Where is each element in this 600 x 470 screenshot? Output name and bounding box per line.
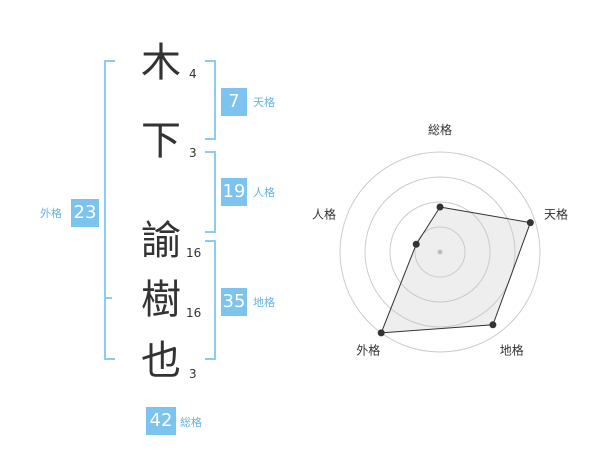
radar-point (489, 321, 497, 329)
stroke-count-5: 3 (189, 367, 197, 381)
radar-area (380, 206, 532, 334)
radar-ring (364, 176, 516, 328)
jinkaku-bracket (205, 151, 216, 233)
radar-axis-label: 人格 (312, 206, 336, 221)
tenkaku-value: 7 (221, 88, 247, 116)
name-char-1: 木 (141, 40, 181, 86)
gaikaku-value: 23 (71, 199, 99, 227)
chikaku-value: 35 (221, 288, 247, 316)
jinkaku-value: 19 (221, 178, 247, 206)
radar-center (437, 249, 443, 255)
name-char-5: 也 (141, 338, 181, 384)
radar-axis-label: 天格 (544, 206, 568, 221)
chikaku-bracket (205, 240, 216, 360)
tenkaku-bracket (205, 60, 216, 140)
name-char-4: 樹 (141, 277, 181, 323)
radar-axis-label: 外格 (356, 343, 380, 358)
stroke-count-3: 16 (186, 246, 202, 260)
name-char-3: 諭 (141, 218, 181, 264)
gaikaku-label: 外格 (40, 207, 62, 220)
radar-point (436, 203, 444, 211)
chikaku-label: 地格 (253, 296, 275, 309)
stroke-count-4: 16 (186, 306, 202, 320)
soukaku-value: 42 (146, 407, 176, 435)
radar-axis-label: 総格 (428, 122, 452, 137)
name-char-2: 下 (141, 118, 181, 164)
radar-axis-label: 地格 (500, 343, 524, 358)
jinkaku-label: 人格 (253, 186, 275, 199)
radar-point (526, 219, 534, 227)
gaikaku-bracket (104, 60, 115, 360)
radar-point (412, 240, 420, 248)
stroke-count-2: 3 (189, 146, 197, 160)
tenkaku-label: 天格 (253, 96, 275, 109)
gaikaku-bracket-tick (104, 297, 112, 299)
radar-point (377, 329, 385, 337)
soukaku-label: 総格 (180, 416, 202, 429)
radar-ring (339, 151, 541, 353)
radar-ring (389, 201, 491, 303)
stroke-count-1: 4 (189, 67, 197, 81)
radar-ring (414, 226, 466, 278)
